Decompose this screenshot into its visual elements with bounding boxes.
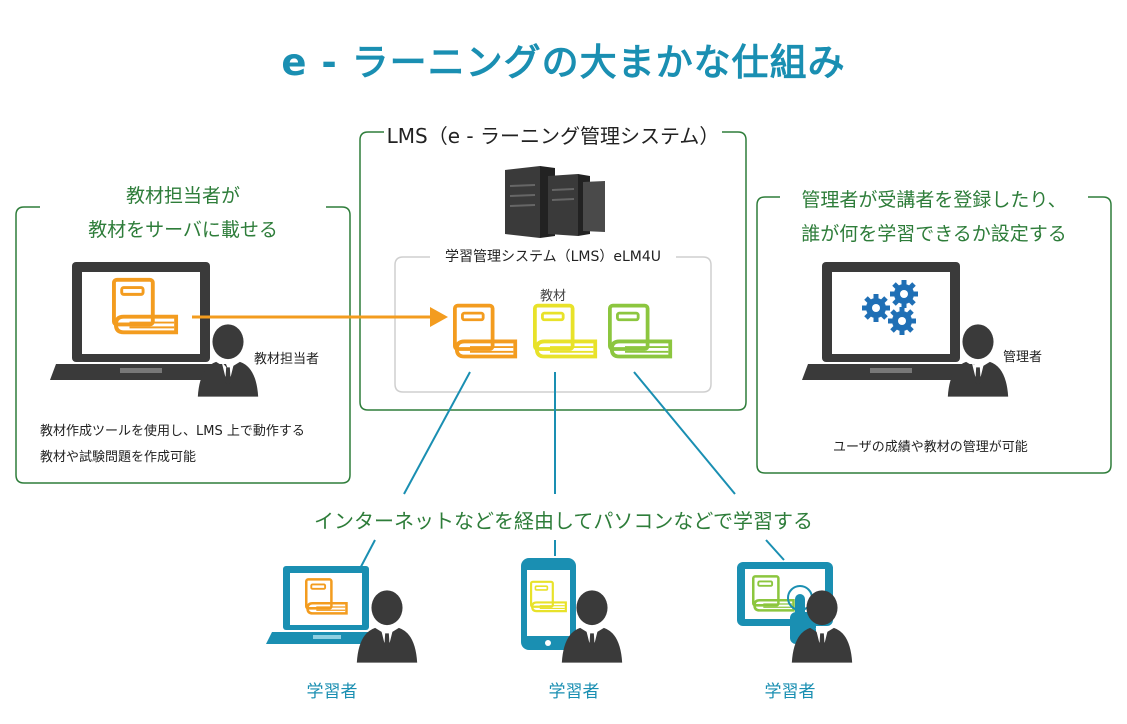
- learner-label: 学習者: [548, 682, 600, 702]
- page-title: e - ラーニングの大まかな仕組み: [281, 41, 846, 84]
- material-book-lime-icon: [608, 303, 673, 359]
- admin-monitor-icon: [802, 262, 980, 380]
- system-box: [394, 256, 712, 393]
- admin-desc: ユーザの成績や教材の管理が可能: [833, 440, 1028, 455]
- admin-heading-line1: 管理者が受講者を登録したり、: [801, 189, 1067, 211]
- system-label: 学習管理システム（LMS）eLM4U: [445, 249, 661, 265]
- lms-title: LMS（e - ラーニング管理システム）: [386, 124, 720, 148]
- author-desc-line2: 教材や試験問題を作成可能: [40, 450, 197, 465]
- connection-lines: [354, 371, 785, 579]
- learner-smartphone-icon: [521, 558, 576, 650]
- learner-label: 学習者: [306, 682, 358, 702]
- upload-arrow: [192, 307, 448, 327]
- materials-label: 教材: [539, 289, 566, 304]
- server-icon: [505, 166, 605, 238]
- author-desc-line1: 教材作成ツールを使用し、LMS 上で動作する: [40, 424, 305, 439]
- author-person-label: 教材担当者: [254, 352, 320, 367]
- gears-icon: [862, 280, 918, 335]
- author-box: [15, 206, 351, 484]
- material-book-yellow-icon: [533, 303, 598, 359]
- author-heading-line2: 教材をサーバに載せる: [88, 219, 278, 241]
- author-heading-line1: 教材担当者が: [125, 185, 240, 207]
- author-laptop-icon: [50, 262, 232, 380]
- admin-person-label: 管理者: [1003, 350, 1043, 365]
- admin-heading-line2: 誰が何を学習できるか設定する: [801, 223, 1067, 245]
- lms-box: [359, 131, 747, 411]
- learner-label: 学習者: [764, 682, 816, 702]
- material-book-orange-icon: [453, 303, 518, 359]
- network-label: インターネットなどを経由してパソコンなどで学習する: [314, 509, 813, 533]
- admin-box: [756, 196, 1112, 474]
